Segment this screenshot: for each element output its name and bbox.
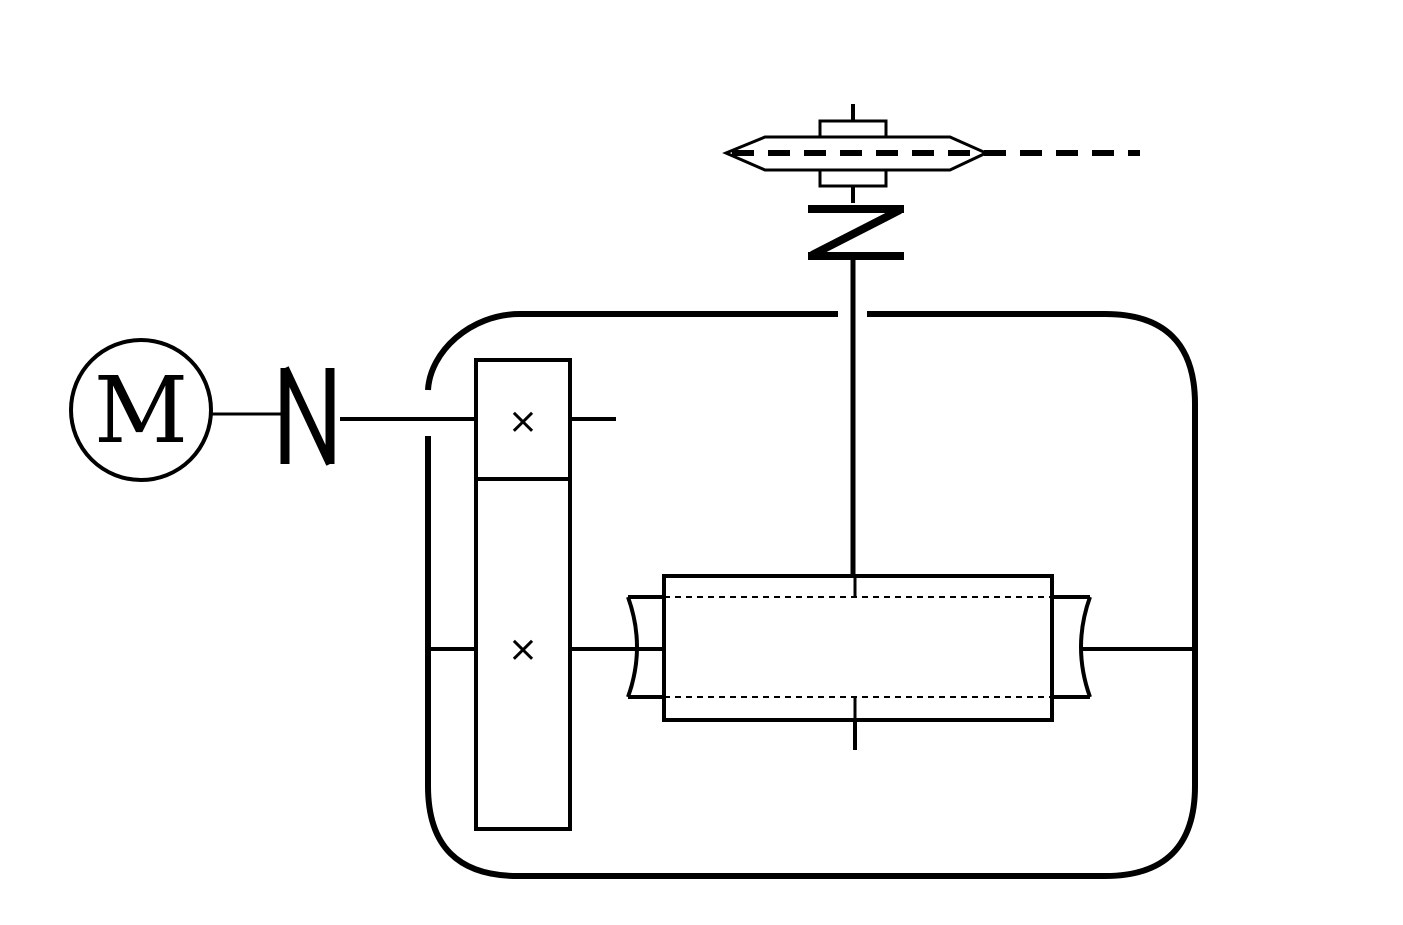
- spur-gear-pair: × ×: [474, 358, 572, 831]
- output-coupling: [808, 205, 904, 260]
- pinion-mark: ×: [508, 401, 538, 442]
- input-coupling: [280, 366, 335, 466]
- gearbox-housing: [425, 311, 1198, 879]
- worm-body: [662, 574, 1054, 722]
- worm-bearing-left: [626, 595, 664, 699]
- drum-hub-top: [818, 119, 888, 139]
- gear-pair-outline: [474, 358, 572, 831]
- drum: [722, 119, 1140, 188]
- motor-label: M: [94, 357, 188, 464]
- drum-hub-bottom: [818, 168, 888, 188]
- wheel-mark: ×: [508, 629, 538, 670]
- worm: [662, 574, 1054, 750]
- motor: M: [69, 338, 213, 482]
- motor-circle: [69, 338, 213, 482]
